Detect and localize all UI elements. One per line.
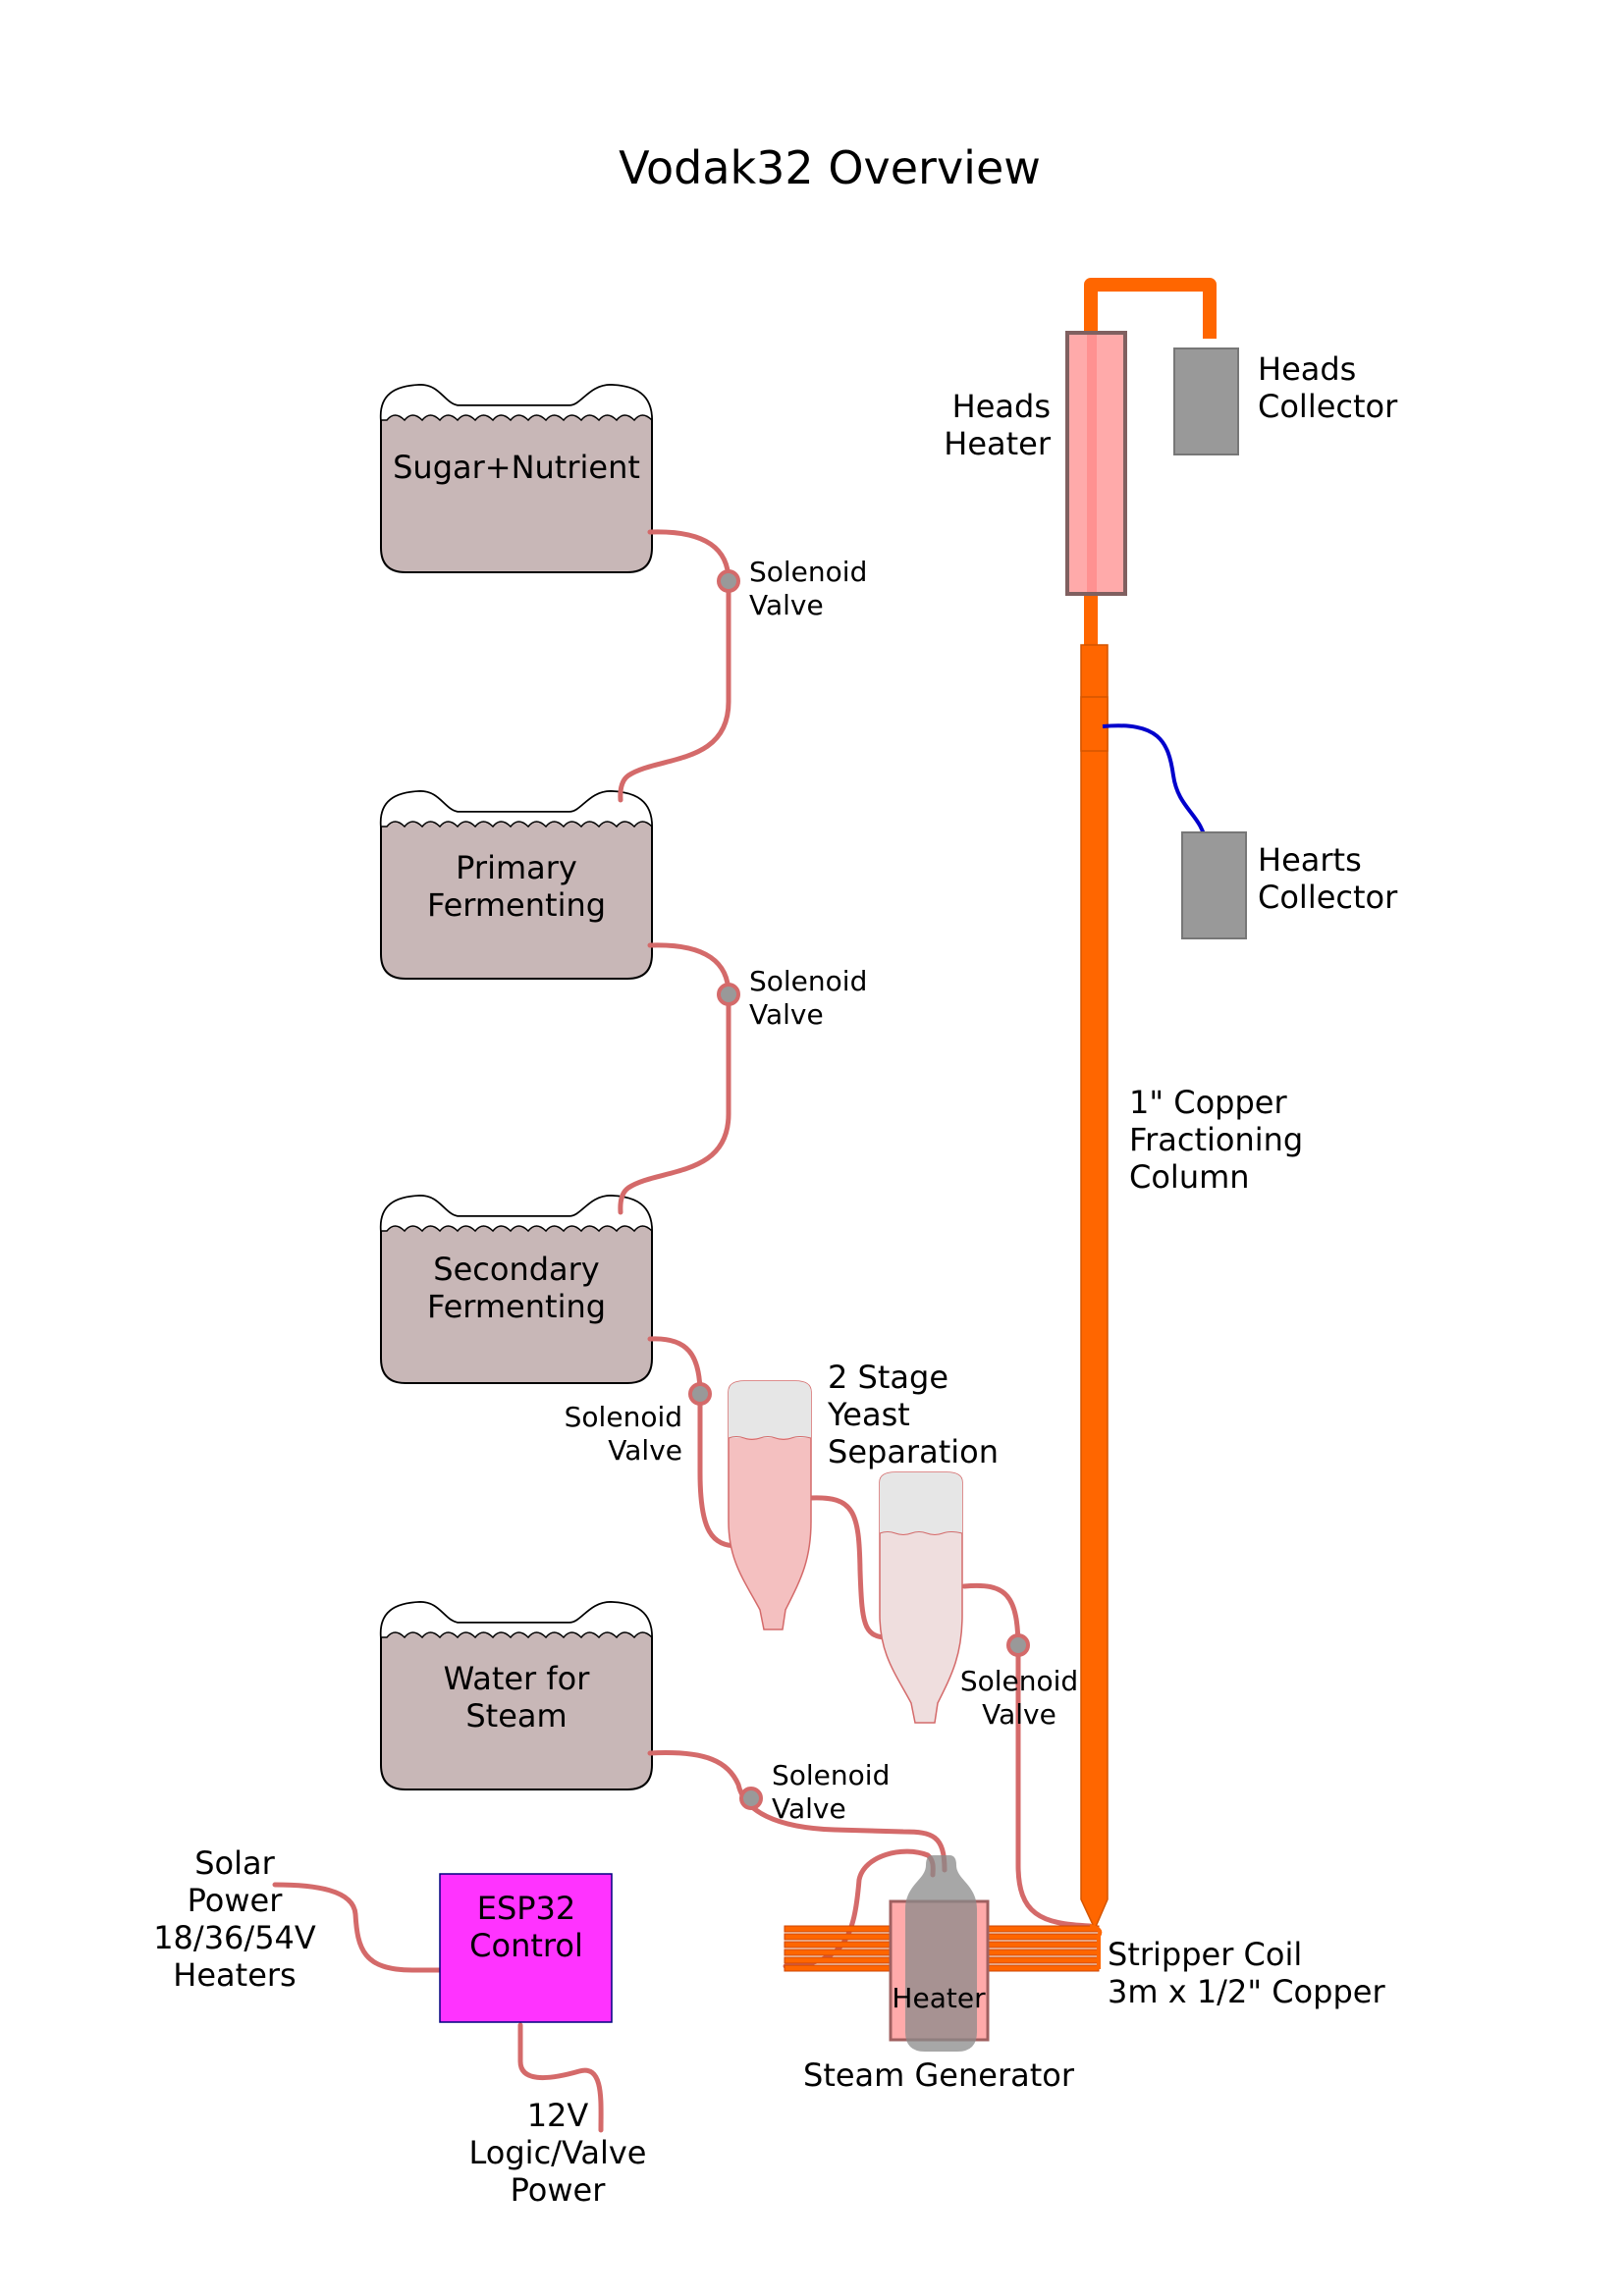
- valve-3-label-2: Valve: [608, 1434, 682, 1467]
- tank-secondary-label-2: Fermenting: [427, 1288, 606, 1325]
- pipe-primary-to-secondary: [618, 942, 731, 1215]
- valve-1-label-1: Solenoid: [749, 556, 867, 588]
- logic-label-3: Power: [511, 2171, 607, 2209]
- yeast-separation-label: 2 Stage Yeast Separation: [827, 1359, 999, 1470]
- esp32-label-2: Control: [469, 1927, 583, 1964]
- column-label-2: Fractioning: [1129, 1121, 1303, 1158]
- tank-primary-fermenting: Primary Fermenting: [379, 789, 653, 980]
- hearts-draw-off-line: [1102, 723, 1208, 845]
- hearts-collector-label-1: Hearts: [1258, 841, 1362, 879]
- column-label-1: 1" Copper: [1129, 1084, 1287, 1121]
- tank-primary-label-1: Primary: [456, 849, 577, 886]
- pipe-water-to-steam: [647, 1750, 947, 1873]
- hearts-collector: Hearts Collector: [1181, 831, 1398, 939]
- solar-label-3: 18/36/54V: [153, 1919, 316, 1956]
- solenoid-valve-2: Solenoid Valve: [717, 965, 867, 1031]
- yeast-label-3: Separation: [828, 1433, 999, 1470]
- pipe-sugar-to-primary: [618, 529, 731, 803]
- hearts-collector-label-2: Collector: [1258, 879, 1398, 916]
- tank-water-label-2: Steam: [465, 1697, 567, 1735]
- valve-2-label-2: Valve: [749, 998, 824, 1031]
- tank-water-for-steam: Water for Steam: [379, 1600, 653, 1790]
- steam-generator: Heater Steam Generator: [803, 1855, 1075, 2094]
- diagram-title: Vodak32 Overview: [619, 141, 1041, 194]
- tank-water-label-1: Water for: [444, 1660, 591, 1697]
- steam-generator-label: Steam Generator: [803, 2056, 1075, 2094]
- yeast-separator-2: [879, 1471, 963, 1724]
- heads-heater-label-2: Heater: [944, 425, 1052, 462]
- tank-sugar-label: Sugar+Nutrient: [393, 449, 640, 486]
- yeast-separator-1: [728, 1380, 812, 1630]
- valve-4-label-1: Solenoid: [960, 1665, 1078, 1697]
- pipe-separator2-to-column: [961, 1582, 1093, 1929]
- heads-collector-label-2: Collector: [1258, 388, 1398, 425]
- solar-label-4: Heaters: [173, 1956, 296, 1994]
- valve-4-label-2: Valve: [982, 1698, 1056, 1731]
- wire-esp32-to-logic: [517, 2022, 604, 2133]
- logic-label-2: Logic/Valve: [469, 2134, 647, 2171]
- tank-secondary-label-1: Secondary: [433, 1251, 599, 1288]
- valve-2-label-1: Solenoid: [749, 965, 867, 997]
- column-label-3: Column: [1129, 1158, 1250, 1196]
- tank-secondary-fermenting: Secondary Fermenting: [379, 1194, 653, 1384]
- pipe-secondary-to-separator1: [647, 1336, 741, 1549]
- pipe-separator1-to-separator2: [807, 1495, 898, 1640]
- esp32-control: ESP32 Control: [439, 1873, 613, 2023]
- logic-label-1: 12V: [527, 2097, 589, 2134]
- fractioning-column: [1080, 278, 1217, 1931]
- heads-heater-label-1: Heads: [952, 388, 1051, 425]
- yeast-label-1: 2 Stage: [828, 1359, 948, 1396]
- esp32-label-1: ESP32: [477, 1890, 576, 1927]
- valve-3-label-1: Solenoid: [565, 1401, 682, 1433]
- stripper-coil: Stripper Coil 3m x 1/2" Copper: [784, 1924, 1385, 2010]
- heads-collector-label-1: Heads: [1258, 350, 1356, 388]
- valve-5-label-2: Valve: [772, 1792, 846, 1825]
- solenoid-valve-1: Solenoid Valve: [717, 556, 867, 621]
- tank-sugar-nutrient: Sugar+Nutrient: [379, 383, 653, 573]
- tank-primary-label-2: Fermenting: [427, 886, 606, 924]
- solenoid-valve-5: Solenoid Valve: [739, 1759, 890, 1825]
- solenoid-valve-4: Solenoid Valve: [960, 1633, 1078, 1731]
- wire-solar-to-esp32: [272, 1882, 442, 1973]
- solar-power-label: Solar Power 18/36/54V Heaters: [153, 1844, 316, 1994]
- stripper-label-1: Stripper Coil: [1108, 1936, 1302, 1973]
- heads-heater: Heads Heater: [944, 331, 1127, 596]
- stripper-label-2: 3m x 1/2" Copper: [1108, 1973, 1385, 2010]
- solenoid-valve-3: Solenoid Valve: [565, 1382, 712, 1467]
- heads-collector: Heads Collector: [1173, 347, 1398, 455]
- logic-power-label: 12V Logic/Valve Power: [469, 2097, 647, 2209]
- solar-label-2: Power: [188, 1882, 284, 1919]
- valve-1-label-2: Valve: [749, 589, 824, 621]
- valve-5-label-1: Solenoid: [772, 1759, 890, 1791]
- heater-label: Heater: [892, 1982, 986, 2014]
- yeast-label-2: Yeast: [827, 1396, 910, 1433]
- column-label: 1" Copper Fractioning Column: [1129, 1084, 1303, 1196]
- solar-label-1: Solar: [194, 1844, 275, 1882]
